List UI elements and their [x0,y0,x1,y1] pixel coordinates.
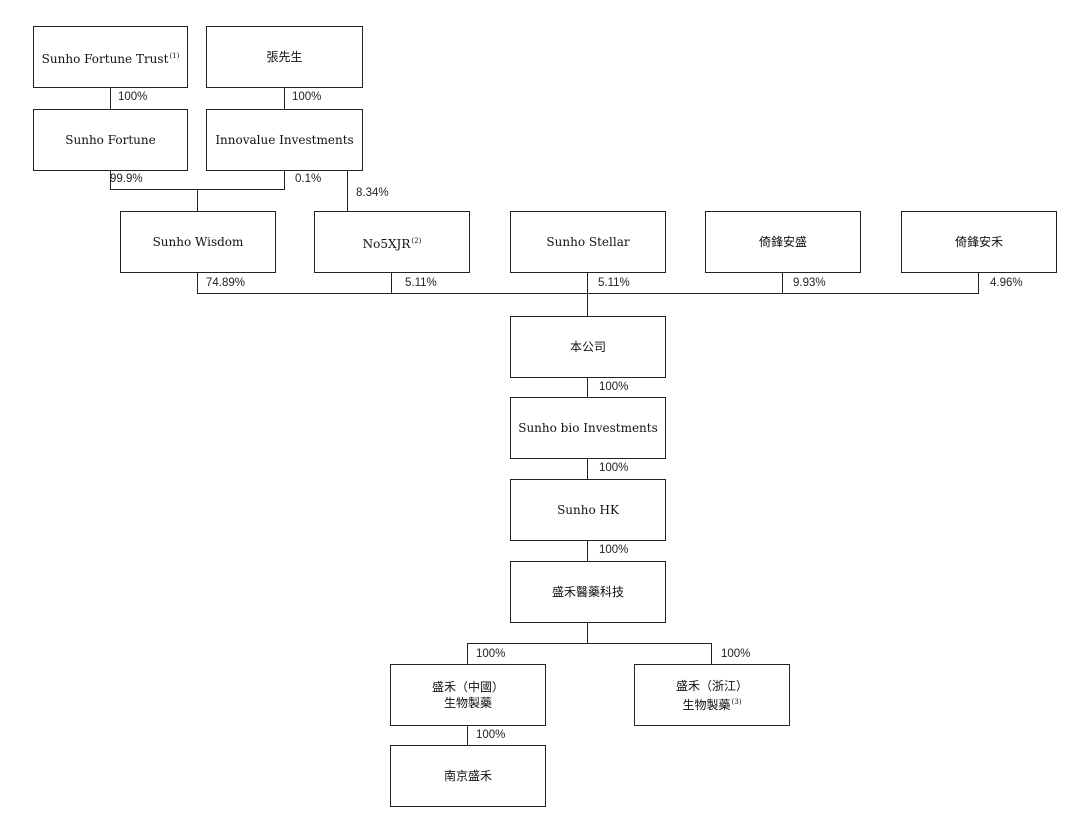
connector-line [347,171,348,211]
entity-mr-zhang: 張先生 [206,26,363,88]
connector-line [467,643,712,644]
connector-line [467,643,468,664]
entity-label: Innovalue Investments [215,133,354,147]
holding-percentage: 100% [476,648,506,660]
connector-line [587,459,588,479]
entity-label: Sunho bio Investments [518,421,658,435]
holding-percentage: 100% [599,544,629,556]
entity-label: 張先生 [266,50,303,64]
footnote-marker: (3) [731,697,742,706]
entity-shenghe-zhejiang: 盛禾（浙江） 生物製藥(3) [634,664,790,726]
entity-label: No5XJR [362,236,411,251]
entity-company: 本公司 [510,316,666,378]
footnote-marker: (1) [169,51,180,60]
entity-sunho-hk: Sunho HK [510,479,666,541]
connector-line [110,171,111,190]
holding-percentage: 0.1% [295,173,322,185]
entity-innovalue-investments: Innovalue Investments [206,109,363,171]
holding-percentage: 100% [118,91,148,103]
holding-percentage: 100% [476,729,506,741]
entity-label: 倚鋒安盛 [758,235,807,249]
holding-percentage: 5.11% [405,277,437,289]
entity-label: 盛禾（浙江） 生物製藥 [675,678,748,712]
entity-sunho-bio-investments: Sunho bio Investments [510,397,666,459]
connector-line [284,171,285,190]
connector-line [391,273,392,294]
entity-label: 倚鋒安禾 [954,235,1003,249]
connector-line [197,293,979,294]
connector-line [587,623,588,644]
holding-percentage: 5.11% [598,277,630,289]
entity-label: 南京盛禾 [443,769,492,783]
connector-line [587,293,588,316]
connector-line [711,643,712,664]
entity-shenghe-china: 盛禾（中國） 生物製藥 [390,664,546,726]
entity-label: Sunho HK [557,503,619,517]
connector-line [782,273,783,294]
entity-nanjing-shenghe: 南京盛禾 [390,745,546,807]
connector-line [197,189,198,211]
footnote-marker: (2) [411,236,422,245]
entity-yifeng-anhe: 倚鋒安禾 [901,211,1057,273]
holding-percentage: 9.93% [793,277,826,289]
entity-sunho-wisdom: Sunho Wisdom [120,211,276,273]
holding-percentage: 100% [599,462,629,474]
connector-line [978,273,979,294]
holding-percentage: 4.96% [990,277,1023,289]
holding-percentage: 74.89% [206,277,246,289]
entity-sunho-fortune-trust: Sunho Fortune Trust(1) [33,26,188,88]
connector-line [284,88,285,109]
holding-percentage: 8.34% [356,187,389,199]
holding-percentage: 100% [599,381,629,393]
entity-shenghe-pharma-tech: 盛禾醫藥科技 [510,561,666,623]
entity-label: 盛禾（中國） 生物製藥 [431,680,504,710]
connector-line [110,88,111,109]
entity-no5xjr: No5XJR(2) [314,211,470,273]
entity-label: Sunho Stellar [546,235,630,249]
entity-sunho-stellar: Sunho Stellar [510,211,666,273]
connector-line [587,541,588,561]
holding-percentage: 99.9% [110,173,143,185]
entity-sunho-fortune: Sunho Fortune [33,109,188,171]
entity-label: 本公司 [569,340,606,354]
entity-label: Sunho Fortune Trust [41,51,169,66]
connector-line [467,726,468,745]
entity-yifeng-ansheng: 倚鋒安盛 [705,211,861,273]
connector-line [587,273,588,294]
entity-label: Sunho Fortune [65,133,156,147]
connector-line [587,378,588,397]
entity-label: Sunho Wisdom [152,235,244,249]
connector-line [197,273,198,294]
entity-label: 盛禾醫藥科技 [551,585,624,599]
holding-percentage: 100% [721,648,751,660]
holding-percentage: 100% [292,91,322,103]
